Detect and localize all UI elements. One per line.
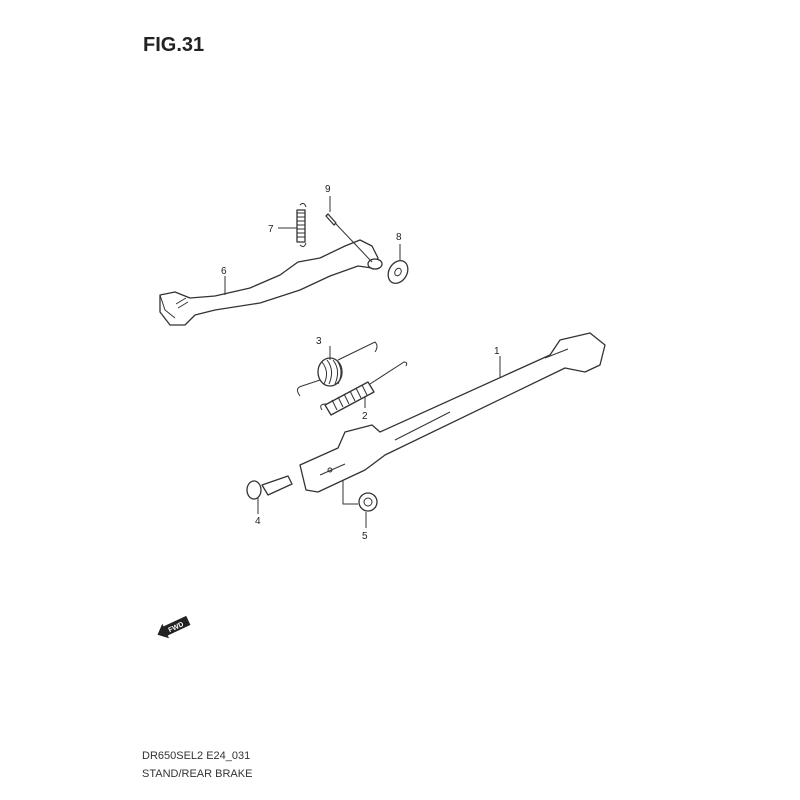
side-stand-part[interactable] xyxy=(299,332,606,493)
cotter-pin-9[interactable] xyxy=(325,213,373,263)
callout-9: 9 xyxy=(325,184,331,195)
callout-5: 5 xyxy=(362,531,368,542)
callout-7: 7 xyxy=(268,224,274,235)
brake-pedal-part[interactable] xyxy=(159,239,383,326)
forward-arrow-icon: FWD xyxy=(157,615,191,639)
callout-2: 2 xyxy=(362,411,368,422)
spring-2[interactable] xyxy=(320,361,408,416)
section-name: STAND/REAR BRAKE xyxy=(142,768,253,780)
bolt-4[interactable] xyxy=(246,475,293,500)
figure-title: FIG.31 xyxy=(143,34,205,56)
fwd-label: FWD xyxy=(168,621,185,634)
callout-3: 3 xyxy=(316,336,322,347)
callout-4: 4 xyxy=(255,516,261,527)
spring-3[interactable] xyxy=(296,341,378,397)
callout-8: 8 xyxy=(396,232,402,243)
nut-5[interactable] xyxy=(342,480,378,512)
model-code: DR650SEL2 E24_031 xyxy=(142,750,251,762)
return-spring-7[interactable] xyxy=(296,202,307,248)
callout-6: 6 xyxy=(221,266,227,277)
washer-8[interactable] xyxy=(384,257,412,287)
callout-1: 1 xyxy=(494,346,500,357)
